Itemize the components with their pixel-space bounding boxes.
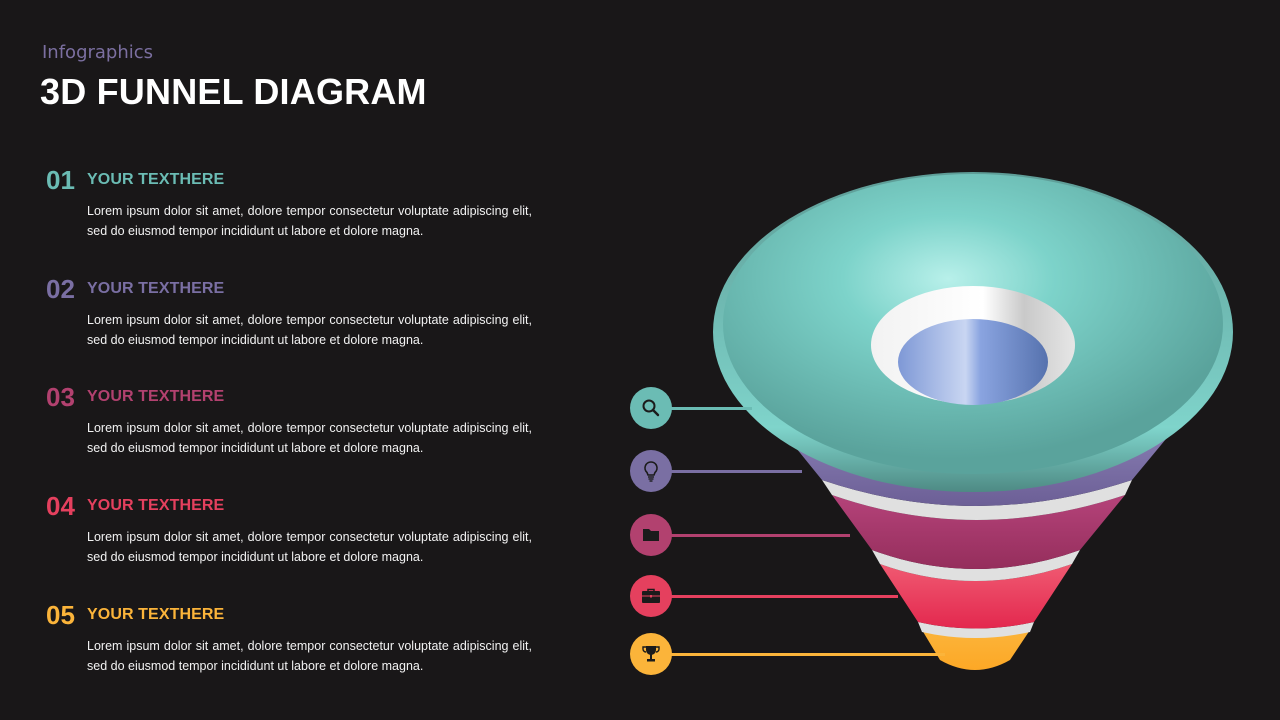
leader-line-5 [670, 653, 945, 656]
slide-title: 3D FUNNEL DIAGRAM [40, 71, 427, 112]
folder-icon [643, 529, 659, 541]
item-body: Lorem ipsum dolor sit amet, dolore tempo… [87, 421, 532, 455]
folder-icon-button [630, 514, 672, 556]
item-body: Lorem ipsum dolor sit amet, dolore tempo… [87, 313, 532, 347]
lightbulb-icon-button [630, 450, 672, 492]
search-icon-button [630, 387, 672, 429]
slide-subtitle: Infographics [42, 42, 154, 63]
funnel-level-5 [922, 630, 1030, 670]
item-body: Lorem ipsum dolor sit amet, dolore tempo… [87, 204, 532, 238]
lightbulb-icon [644, 461, 658, 482]
item-heading: YOUR TEXTHERE [87, 171, 225, 188]
briefcase-icon-button [630, 575, 672, 617]
leader-line-3 [670, 534, 850, 537]
item-heading: YOUR TEXTHERE [87, 280, 225, 297]
leader-line-2 [670, 470, 802, 473]
briefcase-icon [642, 588, 660, 603]
item-number: 01 [46, 165, 75, 195]
item-body: Lorem ipsum dolor sit amet, dolore tempo… [87, 530, 532, 564]
item-number: 05 [46, 600, 75, 630]
search-icon [642, 399, 660, 417]
funnel-level-3 [832, 495, 1125, 569]
trophy-icon [642, 646, 660, 662]
item-number: 02 [46, 274, 75, 304]
item-body: Lorem ipsum dolor sit amet, dolore tempo… [87, 639, 532, 673]
funnel-level-4 [880, 564, 1072, 629]
leader-line-1 [670, 407, 752, 410]
funnel-diagram [713, 172, 1233, 670]
item-heading: YOUR TEXTHERE [87, 606, 225, 623]
leader-line-4 [670, 595, 898, 598]
item-number: 04 [46, 491, 75, 521]
item-number: 03 [46, 382, 75, 412]
item-heading: YOUR TEXTHERE [87, 497, 225, 514]
item-heading: YOUR TEXTHERE [87, 388, 225, 405]
trophy-icon-button [630, 633, 672, 675]
